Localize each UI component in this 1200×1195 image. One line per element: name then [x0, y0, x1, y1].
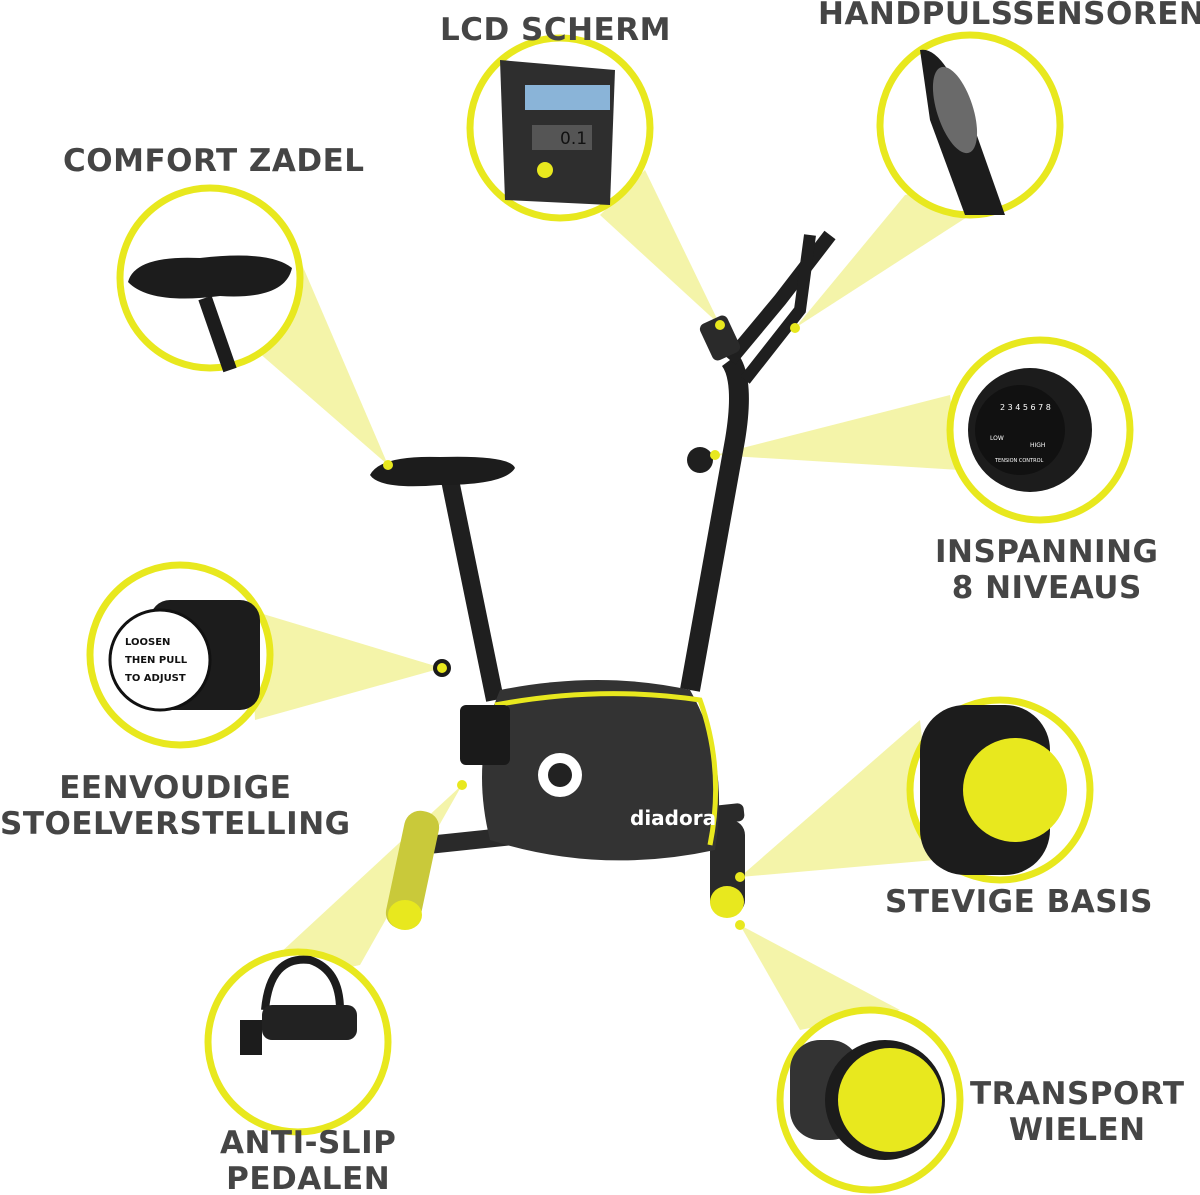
svg-text:LOOSEN: LOOSEN — [125, 637, 170, 648]
detail-wheels — [776, 1006, 964, 1194]
svg-text:LOW: LOW — [990, 435, 1004, 442]
label-lcd-scherm: LCD SCHERM — [440, 12, 671, 48]
svg-text:TENSION CONTROL: TENSION CONTROL — [994, 458, 1043, 464]
flywheel-housing — [482, 680, 720, 861]
beam-resistance — [715, 395, 960, 470]
svg-text:HIGH: HIGH — [1030, 442, 1045, 449]
detail-lcd: 0.1 — [466, 34, 654, 222]
detail-pedal — [204, 948, 392, 1136]
beam-seat — [250, 610, 442, 720]
detail-seat-knob: LOOSEN THEN PULL TO ADJUST — [86, 561, 274, 749]
svg-text:THEN PULL: THEN PULL — [125, 655, 188, 666]
detail-saddle — [116, 184, 304, 373]
label-stevige-basis: STEVIGE BASIS — [885, 884, 1153, 920]
exercise-bike: diadora — [370, 230, 836, 930]
beam-lcd — [600, 170, 720, 325]
svg-text:2 3 4 5 6 7 8: 2 3 4 5 6 7 8 — [1000, 403, 1051, 412]
lcd-readout: 0.1 — [560, 129, 587, 149]
beam-wheels — [740, 925, 900, 1030]
brand-logo: diadora — [630, 806, 716, 830]
detail-hand-sensor — [876, 31, 1064, 219]
feature-points — [383, 320, 800, 930]
svg-text:TO ADJUST: TO ADJUST — [125, 673, 186, 684]
label-handpulssensoren: HANDPULSSENSOREN — [818, 0, 1200, 32]
detail-resistance-knob: 2 3 4 5 6 7 8 LOW HIGH TENSION CONTROL — [946, 336, 1134, 524]
beam-base — [740, 720, 935, 877]
label-comfort-zadel: COMFORT ZADEL — [63, 143, 365, 179]
detail-base — [906, 696, 1094, 884]
resistance-knob — [687, 447, 713, 473]
saddle — [370, 456, 515, 487]
